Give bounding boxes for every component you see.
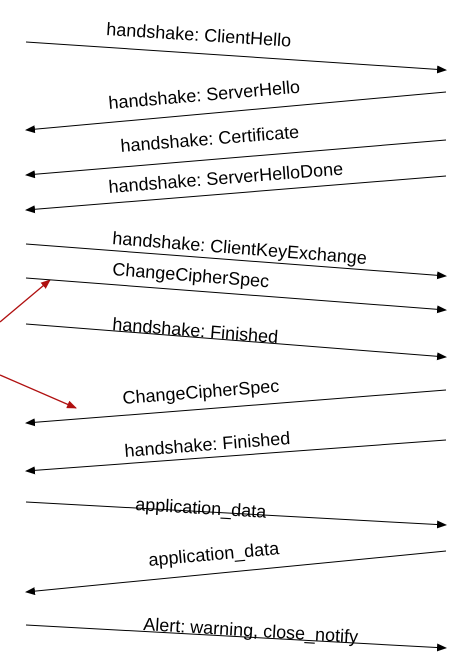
callout-pointers — [0, 279, 77, 409]
message-arrow — [25, 91, 447, 134]
message-right-10: application_data — [25, 494, 447, 529]
message-arrow — [25, 139, 447, 179]
message-arrow — [25, 277, 447, 314]
message-left-4: handshake: ServerHelloDone — [25, 159, 447, 214]
message-arrow — [25, 323, 447, 361]
message-list: handshake: ClientHello handshake: ServerH… — [25, 19, 447, 652]
callout-arrow-change-cipher-spec-server — [0, 374, 77, 409]
message-left-9: handshake: Finished — [25, 428, 447, 475]
message-arrow — [25, 243, 447, 280]
message-right-12: Alert: warning, close_notify — [25, 614, 447, 652]
message-arrow — [25, 175, 447, 214]
message-arrow — [25, 624, 447, 652]
callout-arrow-change-cipher-spec-client — [0, 279, 51, 323]
message-left-8: ChangeCipherSpec — [25, 376, 447, 427]
message-label: handshake: Finished — [124, 428, 291, 461]
message-arrow — [25, 41, 447, 74]
message-label: application_data — [135, 494, 268, 523]
message-label: handshake: Finished — [112, 314, 279, 347]
message-label: ChangeCipherSpec — [122, 376, 280, 408]
message-label: handshake: ServerHelloDone — [108, 159, 344, 197]
message-arrow — [25, 501, 447, 529]
message-right-6: ChangeCipherSpec — [25, 259, 447, 314]
message-left-2: handshake: ServerHello — [25, 77, 447, 134]
message-label: handshake: ClientHello — [106, 19, 292, 51]
message-arrow — [25, 439, 447, 475]
message-right-7: handshake: Finished — [25, 314, 447, 361]
message-label: handshake: Certificate — [120, 122, 300, 156]
message-arrow — [25, 389, 447, 427]
message-left-11: application_data — [25, 538, 447, 596]
message-right-1: handshake: ClientHello — [25, 19, 447, 74]
message-arrow — [25, 550, 447, 596]
message-label: application_data — [148, 538, 281, 571]
message-label: Alert: warning, close_notify — [143, 614, 359, 648]
